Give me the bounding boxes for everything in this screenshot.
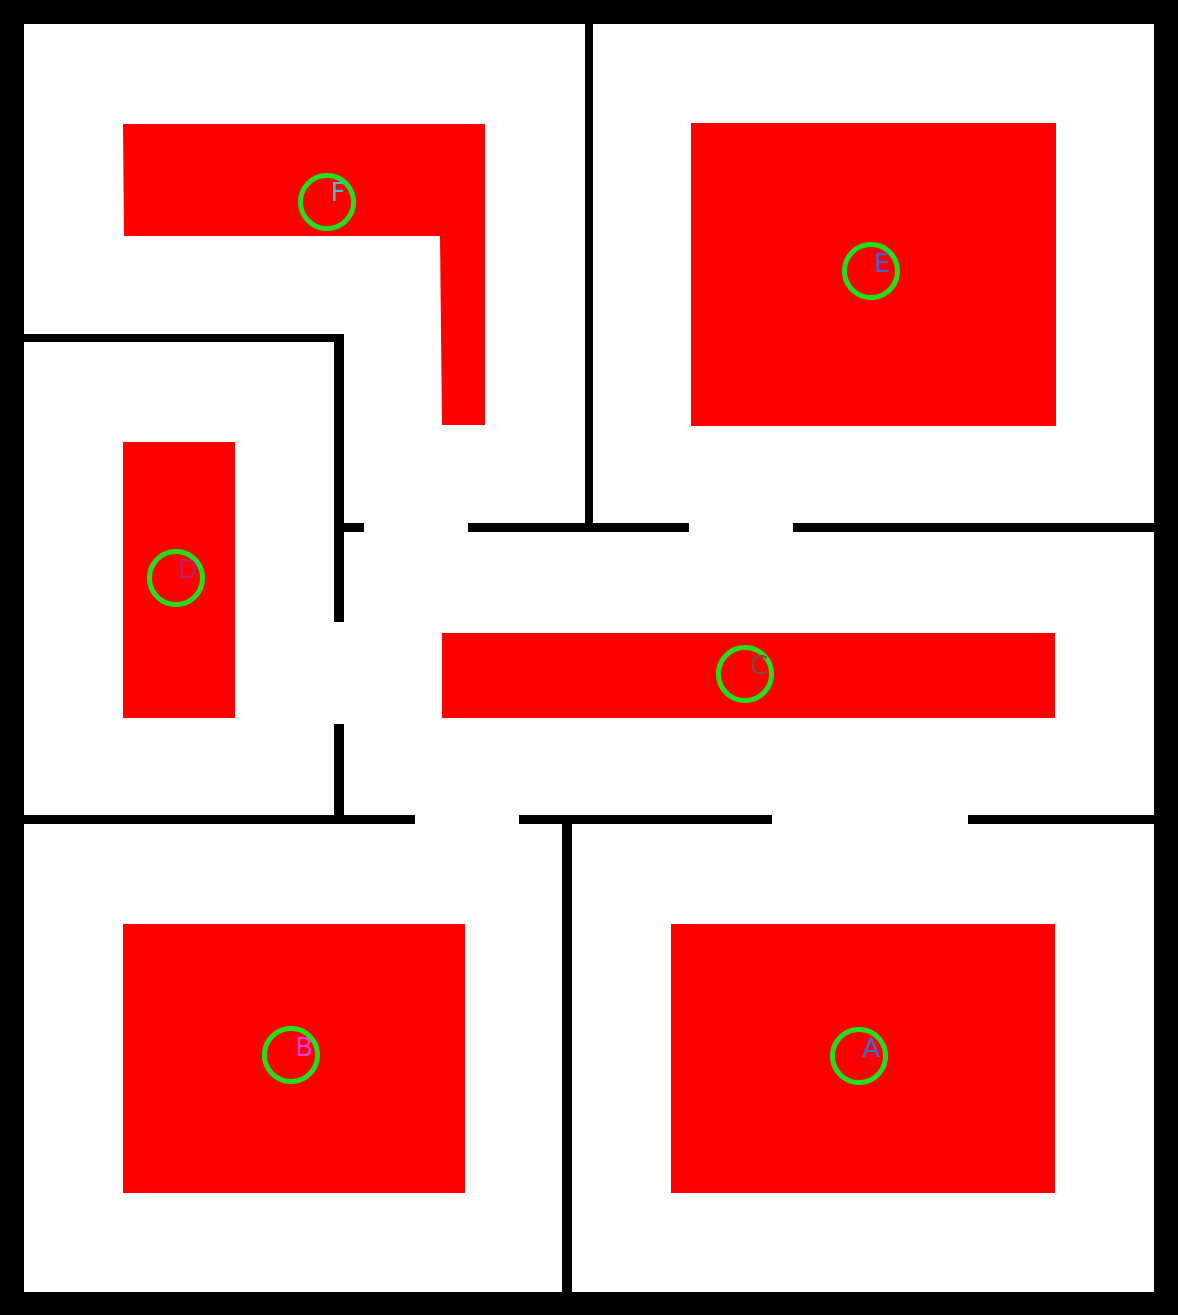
wall-hall-top-1 [468, 523, 689, 532]
marker-a-circle[interactable] [830, 1027, 888, 1085]
marker-d-circle[interactable] [147, 549, 205, 607]
wall-d-right-upper [334, 334, 344, 622]
wall-d-top [24, 334, 344, 342]
wall-hall-bottom-1 [24, 815, 415, 824]
wall-bottom-divider [562, 815, 572, 1292]
marker-c-circle[interactable] [716, 645, 774, 703]
room-a-label: A [862, 1034, 880, 1064]
marker-f-circle[interactable] [298, 173, 356, 231]
room-d-label: D [177, 555, 199, 585]
wall-stub-left [334, 523, 364, 532]
marker-e-circle[interactable] [842, 242, 900, 300]
wall-hall-bottom-3 [968, 815, 1154, 824]
marker-b-circle[interactable] [262, 1026, 320, 1084]
room-e-label: E [873, 249, 891, 279]
room-b-label: B [295, 1033, 313, 1063]
wall-top-divider [585, 24, 593, 527]
wall-hall-bottom-2 [519, 815, 772, 824]
wall-d-right-lower [334, 724, 344, 820]
room-f-polygon [123, 124, 485, 425]
wall-hall-top-2 [793, 523, 1154, 532]
room-c-label: C [749, 651, 769, 681]
room-f-label: F [330, 178, 346, 208]
